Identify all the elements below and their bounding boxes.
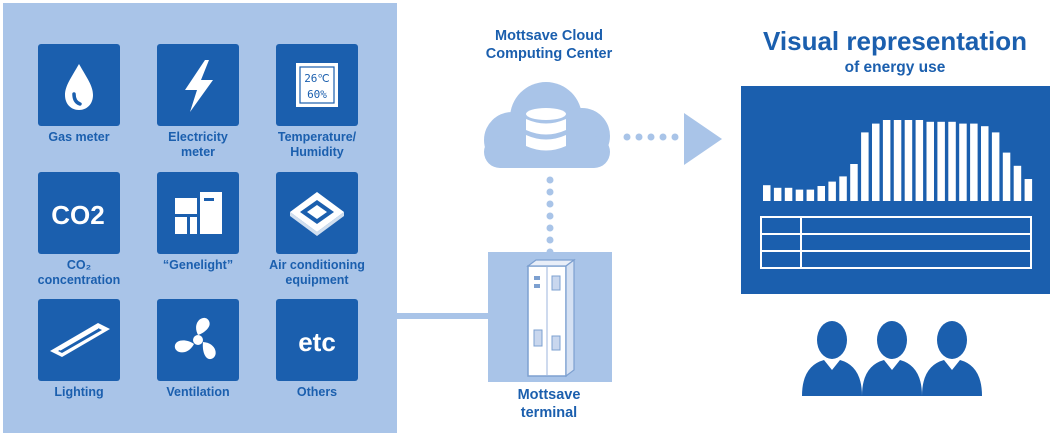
device-label: Others [296,385,338,399]
usage-bar [817,186,825,201]
visual-subtitle: of energy use [844,59,946,76]
usage-bar [1024,179,1033,201]
device-label: Gas meter [48,130,110,144]
usage-bar [1002,152,1011,201]
usage-bar [795,189,804,201]
users-icon [802,321,982,396]
device-label: Lighting [54,385,104,399]
cloud-database-icon [470,78,620,183]
co2-tile: CO2 [38,172,120,254]
thermo-hygrometer-icon: 26℃60% [296,63,338,107]
usage-bar [991,132,1000,201]
usage-bar [882,120,891,201]
svg-text:60%: 60% [307,88,327,101]
lightning-bolt-icon [185,60,213,112]
lightning-bolt-tile [157,44,239,126]
etc-icon: etc [298,327,336,357]
device-to-terminal-connector [397,313,488,319]
ceiling-air-conditioner-tile [276,172,358,254]
usage-table [760,216,1032,269]
usage-bar [828,181,836,201]
cloud-visual-link-dots [623,133,679,141]
device-label: Ventilation [166,385,230,399]
cloud-terminal-link-dots [546,176,554,255]
gas-drop-tile [38,44,120,126]
usage-bar [1013,165,1022,201]
terminal-device-icon [488,252,612,382]
usage-bar [948,121,956,201]
usage-bar [893,120,902,201]
etc-tile: etc [276,299,358,381]
usage-bar [861,132,869,201]
usage-bar [763,185,771,201]
usage-bar [981,126,989,201]
usage-bar [784,187,793,201]
usage-bar [773,187,782,201]
fan-tile [157,299,239,381]
svg-text:CO2: CO2 [51,200,104,230]
usage-bar [959,123,967,201]
usage-bar [915,120,924,201]
usage-bar [839,176,847,201]
usage-bar [970,123,978,201]
co2-icon: CO2 [51,200,104,230]
usage-bar [926,121,934,201]
usage-bar [937,121,945,201]
fan-icon [174,317,216,360]
arrow-right-icon [684,113,722,165]
usage-bar [806,189,815,201]
usage-bar [904,120,913,201]
usage-bar [850,164,858,201]
svg-text:etc: etc [298,327,336,357]
device-label: Temperature/Humidity [277,130,357,159]
energy-dashboard-screen [741,86,1050,294]
light-fixture-icon [50,323,110,357]
svg-text:26℃: 26℃ [304,72,330,85]
device-label: “Genelight” [162,258,234,272]
usage-bar [872,123,880,201]
genelight-unit-icon [175,192,222,234]
light-fixture-tile [38,299,120,381]
visual-title: Visual representation [763,26,1027,56]
ceiling-air-conditioner-icon [290,192,344,236]
gas-drop-icon [65,64,93,110]
genelight-unit-tile [157,172,239,254]
